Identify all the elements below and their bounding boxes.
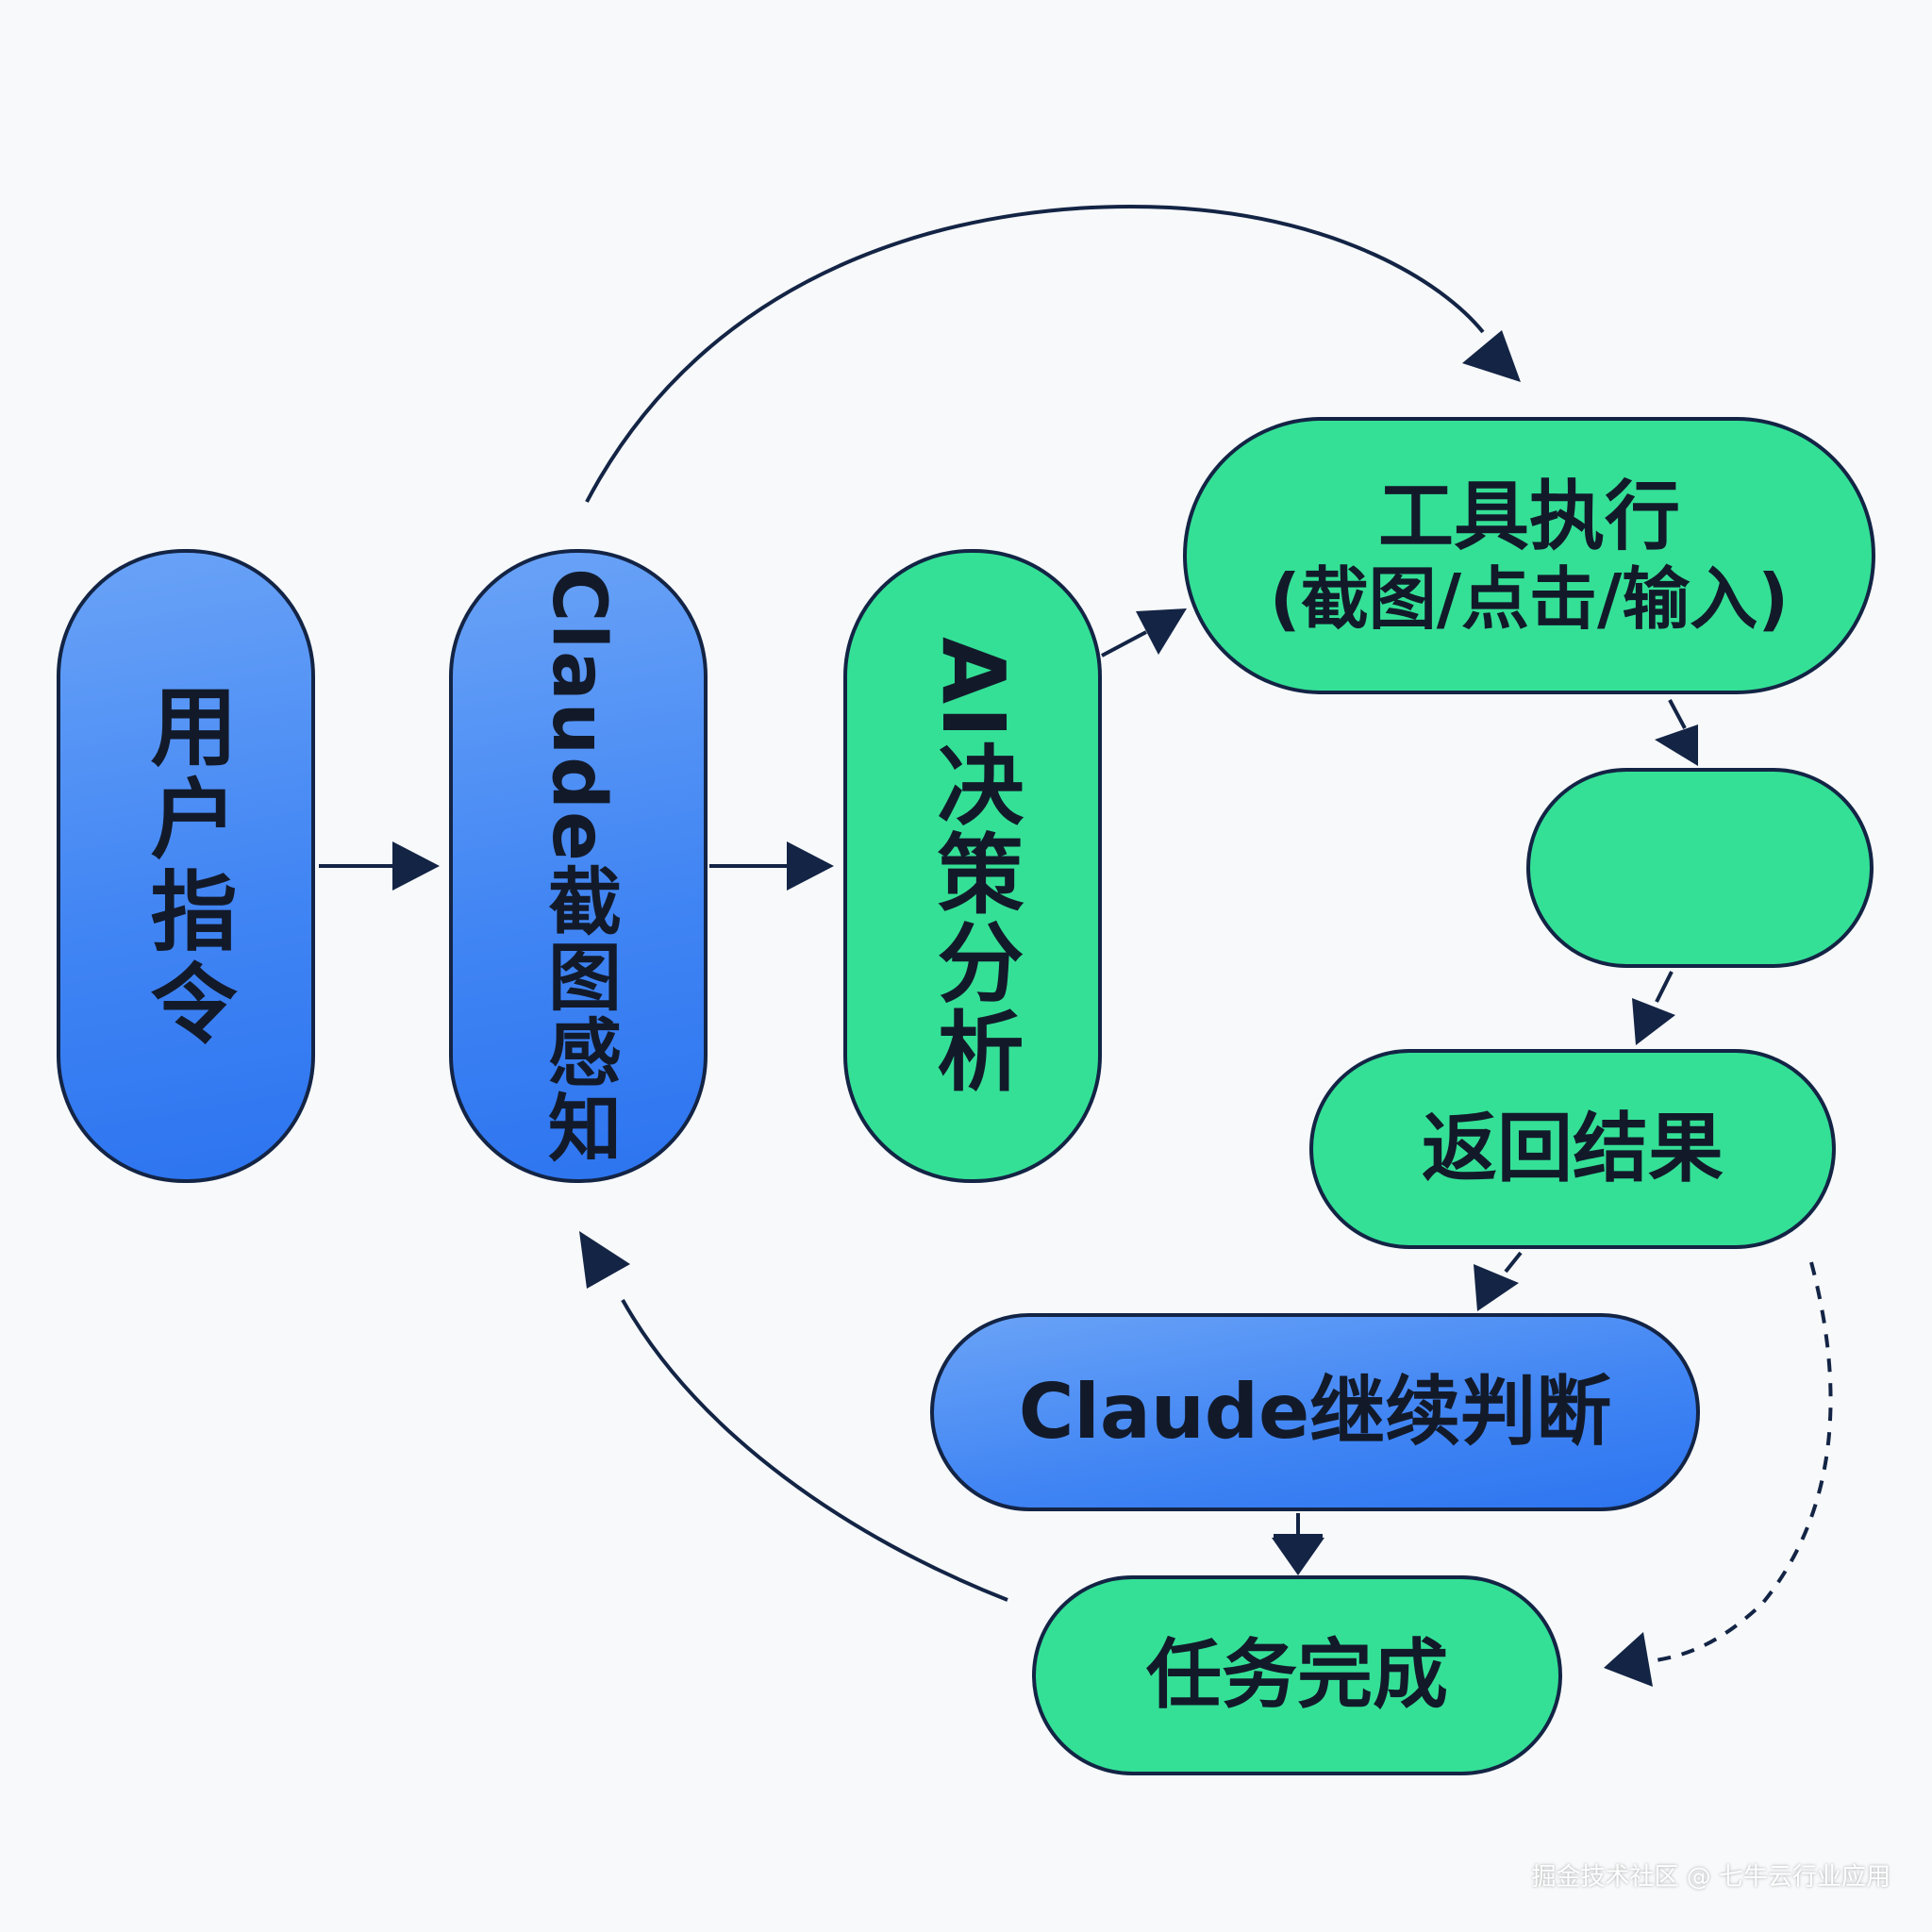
node-claude-continue: Claude继续判断 [930,1313,1700,1511]
node-user-command-label: 用户指令 [136,681,237,1051]
node-return-result: 返回结果 [1309,1049,1836,1249]
arrow-tool-to-blank [1655,699,1698,766]
arrow-dashed-return-to-done [1604,1261,1833,1687]
arrow-arc-claude-to-tool [585,204,1521,503]
arrow-continue-to-done [1272,1513,1324,1575]
node-return-result-label: 返回结果 [1422,1105,1724,1192]
node-tool-execute: 工具执行 (截图/点击/输入) [1183,417,1875,694]
node-blank-step [1526,768,1874,968]
arrow-claude-to-ai [709,841,834,891]
arrow-return-to-continue [1474,1251,1523,1311]
node-tool-execute-subtitle: (截图/点击/输入) [1269,558,1790,639]
node-tool-execute-text: 工具执行 (截图/点击/输入) [1269,472,1790,639]
arrow-ai-to-tool [1101,608,1187,658]
node-claude-screenshot-label: Claude截图感知 [536,567,621,1165]
node-ai-decision: AI决策分析 [843,549,1102,1183]
arrow-blank-to-return [1632,971,1675,1045]
node-task-done: 任务完成 [1032,1575,1562,1775]
node-ai-decision-label: AI决策分析 [923,637,1024,1095]
node-tool-execute-title: 工具执行 [1377,472,1680,560]
node-claude-screenshot: Claude截图感知 [449,549,708,1183]
node-user-command: 用户指令 [57,549,315,1183]
node-task-done-label: 任务完成 [1146,1631,1448,1719]
node-claude-continue-label: Claude继续判断 [1018,1368,1612,1456]
watermark: 掘金技术社区 @ 七牛云行业应用 [1531,1863,1890,1891]
arrow-user-to-claude [319,841,440,891]
arrow-arc-done-to-claude [579,1231,1008,1602]
